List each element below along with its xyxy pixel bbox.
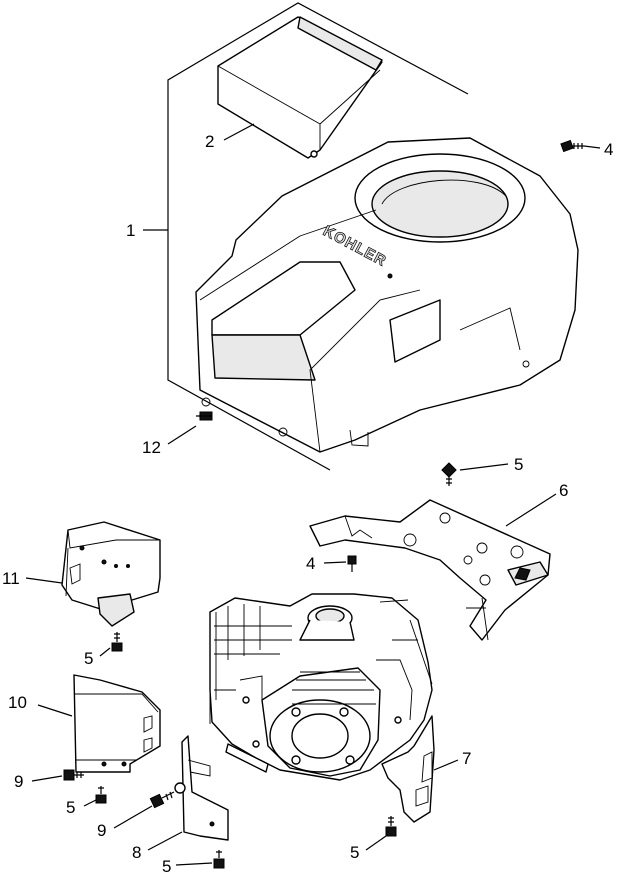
callout-8: 8 [132,843,141,862]
leader-lines [25,123,601,866]
callout-7: 7 [462,749,471,768]
assembly-bracket [167,2,469,471]
baffle-plate-part [309,499,551,641]
screw-5-lower-left-part [95,786,107,804]
bracket-7-part [381,715,435,823]
callout-2: 2 [205,132,214,151]
blower-housing-part: KOHLER [195,137,579,453]
top-cover-part [217,16,383,159]
screw-5-right-part [385,816,397,837]
screw-4-top-part [560,139,584,153]
callout-11: 11 [2,569,20,588]
callout-10: 10 [8,693,27,712]
bracket-8-part [174,735,229,841]
callout-12: 12 [142,438,161,457]
screw-5-left-part [111,632,123,652]
shield-10-part [73,674,161,773]
screw-9-center-part [149,791,175,809]
callout-5-lower-left: 5 [66,798,75,817]
screw-5-upper-part [441,462,457,486]
screw-4-middle-part [347,555,357,572]
callout-9-left: 9 [14,772,23,791]
callout-labels: 1 2 4 12 5 6 4 11 5 10 9 5 9 8 5 7 5 [2,132,613,876]
screw-5-bottom-part [213,850,225,869]
callout-1: 1 [126,221,135,240]
engine-block-part [209,593,433,781]
callout-9-center: 9 [97,821,106,840]
callout-5-bottom: 5 [162,857,171,876]
callout-5-left: 5 [84,649,93,668]
callout-4-middle: 4 [306,554,315,573]
shield-11-part [61,521,161,627]
callout-6: 6 [559,481,568,500]
callout-4-top: 4 [604,140,613,159]
callout-5-right: 5 [350,843,359,862]
screw-12-part [196,411,213,421]
screw-9-left-part [63,769,84,781]
callout-5-upper: 5 [514,455,523,474]
